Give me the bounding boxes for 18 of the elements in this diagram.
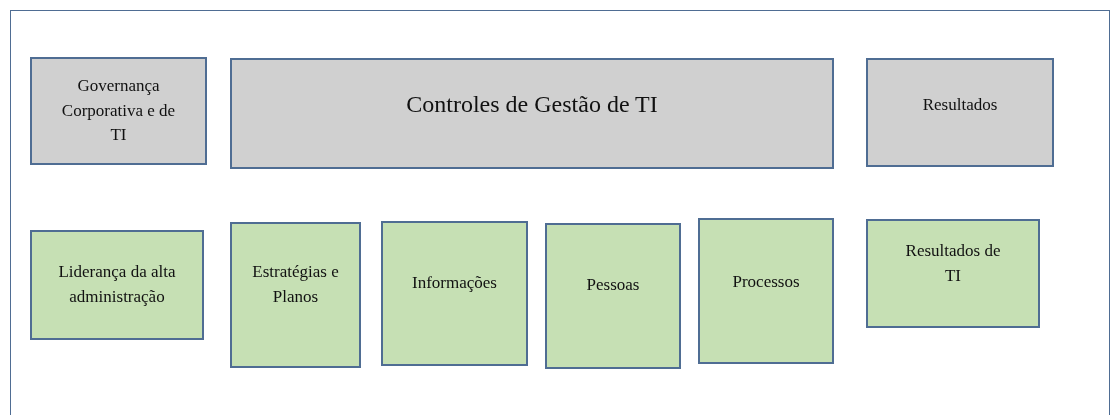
box-label: Liderança da alta administração	[57, 261, 177, 308]
box-label: Governança Corporativa e de TI	[60, 75, 177, 147]
box-label: Processos	[732, 271, 800, 293]
header-box	[230, 58, 834, 169]
category-box	[381, 221, 528, 366]
box-label: Resultados	[922, 94, 998, 116]
box-label: Informações	[412, 272, 497, 294]
header-box	[866, 58, 1054, 167]
box-label: Resultados de TI	[904, 240, 1002, 287]
header-box	[30, 57, 207, 165]
box-label: Pessoas	[586, 274, 640, 296]
category-box	[698, 218, 834, 364]
category-box	[30, 230, 204, 340]
category-box	[866, 219, 1040, 328]
category-box	[230, 222, 361, 368]
category-box	[545, 223, 681, 369]
box-label: Estratégias e Planos	[251, 261, 340, 308]
box-label: Controles de Gestão de TI	[406, 90, 658, 119]
